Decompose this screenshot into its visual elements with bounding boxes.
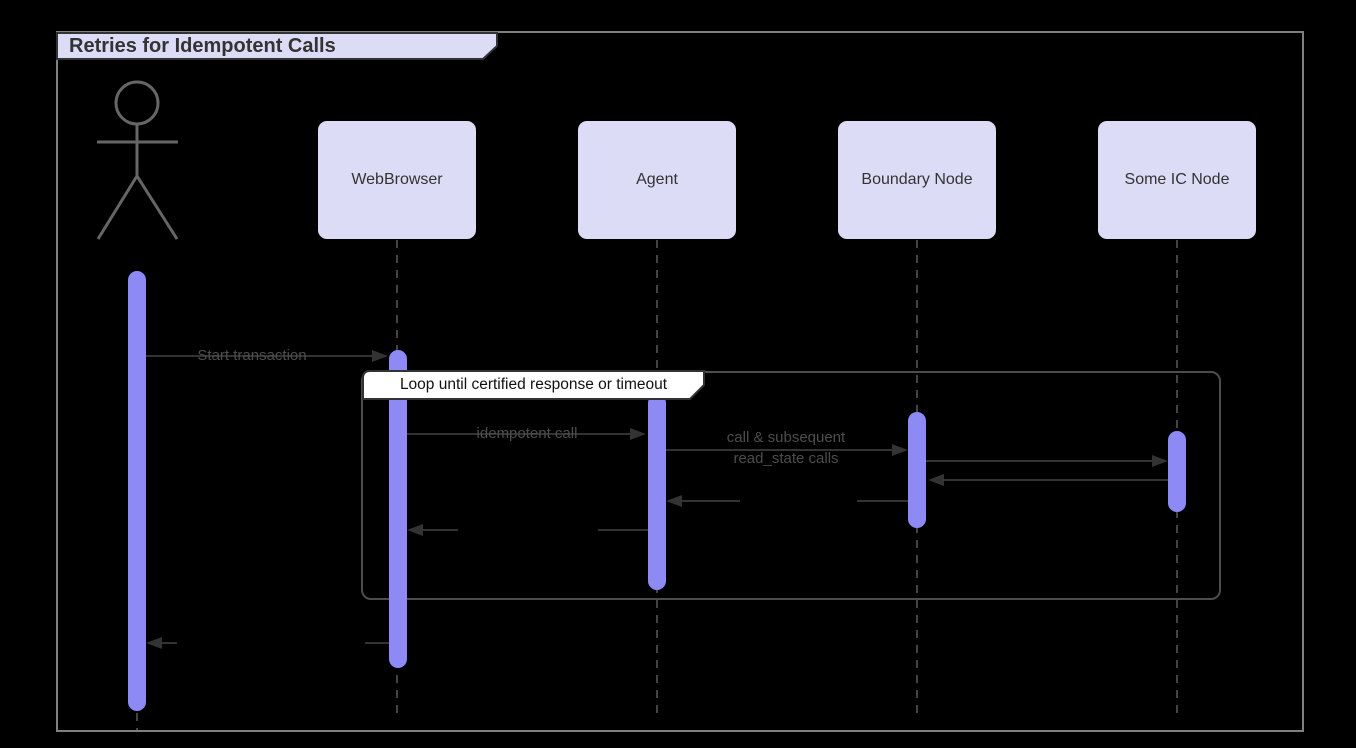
loop-label-shape (362, 370, 705, 400)
activation-actor (128, 271, 146, 711)
diagram-title: Retries for Idempotent Calls (69, 35, 336, 57)
actor-icon (96, 80, 179, 240)
arrow-webbrowser-to-actor-return (146, 637, 389, 649)
arrow-boundary-to-agent-return (666, 495, 908, 507)
participant-box-some-ic-node: Some IC Node (1098, 121, 1256, 239)
arrow-agent-to-webbrowser-return (407, 524, 648, 536)
participant-box-webbrowser: WebBrowser (318, 121, 476, 239)
message-label-idempotent-call: idempotent call (476, 425, 578, 442)
arrow-boundary-to-ic (926, 455, 1168, 467)
message-label-start-transaction: Start transaction (197, 347, 307, 364)
loop-label: Loop until certified response or timeout (399, 376, 668, 393)
arrow-start-transaction (146, 350, 388, 362)
loop-frame (361, 371, 1221, 600)
message-label-call-read-state: call & subsequent read_state calls (686, 427, 886, 469)
participant-box-agent: Agent (578, 121, 736, 239)
participant-label-some-ic-node: Some IC Node (1124, 171, 1230, 188)
diagram-outer-frame (56, 31, 1304, 732)
message-label-call-read-state-line1: call & subsequent (726, 429, 846, 446)
participant-label-agent: Agent (636, 171, 678, 188)
arrow-idempotent-call (407, 428, 646, 440)
participant-box-boundary-node: Boundary Node (838, 121, 996, 239)
arrow-ic-to-boundary-return (928, 474, 1168, 486)
activation-webbrowser (389, 350, 407, 668)
activation-some-ic-node (1168, 431, 1186, 512)
message-label-call-read-state-line2: read_state calls (733, 450, 839, 467)
arrow-call-read-state (666, 444, 908, 456)
title-tab-shape (56, 32, 498, 60)
participant-label-boundary-node: Boundary Node (861, 171, 973, 188)
participant-label-webbrowser: WebBrowser (351, 171, 443, 188)
activation-boundary-node (908, 412, 926, 528)
activation-agent (648, 394, 666, 590)
